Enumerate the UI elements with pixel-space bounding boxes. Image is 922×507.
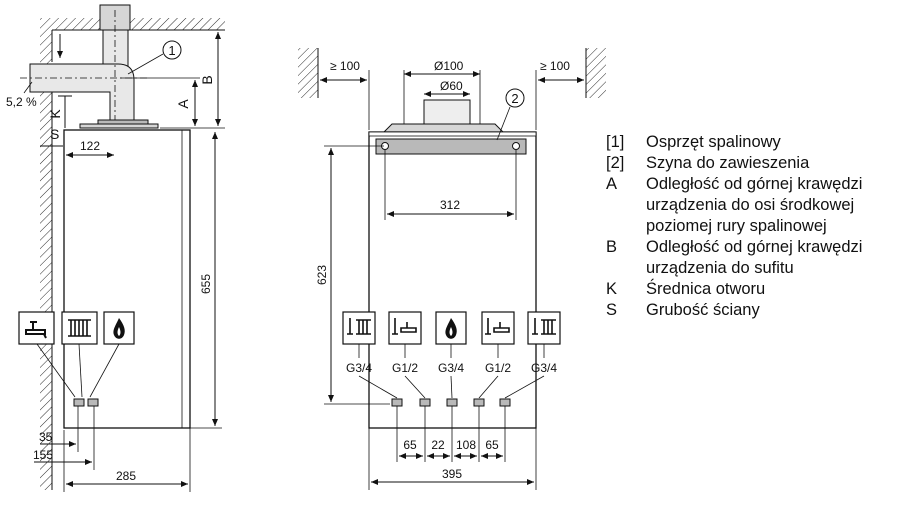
- tap-icon: [25, 321, 47, 339]
- connector-4: [473, 398, 485, 407]
- legend-key: K: [606, 280, 618, 298]
- legend-item: K Średnica otworu: [606, 279, 922, 300]
- spacing-1-label: 65: [403, 438, 417, 452]
- legend-text: Średnica otworu: [646, 280, 766, 298]
- S-label: S: [50, 126, 59, 142]
- conn-label-3: G3/4: [438, 361, 464, 375]
- legend-item: B Odległość od górnej krawędzi urządzeni…: [606, 237, 922, 279]
- connector-5: [499, 398, 511, 407]
- dim-122-label: 122: [80, 139, 100, 153]
- right-wall-hatch: [586, 48, 606, 98]
- thermo-radiator-icon: [347, 318, 371, 335]
- callout-1-circle: [162, 40, 182, 60]
- conn-leader-2: [404, 375, 426, 399]
- front-icons: [342, 311, 561, 345]
- conn-label-4: G1/2: [485, 361, 511, 375]
- flue-outlet: [423, 99, 471, 125]
- boiler-top-lip: [368, 131, 537, 137]
- boiler-front: [368, 131, 537, 429]
- dim-623-label: 623: [315, 265, 329, 285]
- dim-312-label: 312: [440, 198, 460, 212]
- icon-leader-2: [78, 343, 83, 398]
- conn-leader-4: [478, 375, 499, 399]
- icon-leader-1: [36, 343, 76, 398]
- connector-1: [391, 398, 403, 407]
- ceiling-hatch: [40, 18, 225, 30]
- dia-100-label: Ø100: [434, 59, 464, 73]
- hot-water-icon-box: [18, 311, 55, 345]
- heating-icon-box: [61, 311, 98, 345]
- slope-leader: [23, 81, 33, 94]
- legend-key: [1]: [606, 133, 625, 151]
- spacing-2-label: 22: [431, 438, 445, 452]
- legend-text: Odległość od górnej krawędzi urządzenia …: [646, 175, 863, 235]
- slope-label: 5,2 %: [6, 95, 37, 109]
- legend-text: Odległość od górnej krawędzi urządzenia …: [646, 238, 863, 277]
- side-icons: [18, 311, 135, 407]
- spacing-4-label: 65: [485, 438, 499, 452]
- radiator-icon: [68, 319, 91, 337]
- left-wall-hatch: [298, 48, 318, 98]
- dim-395-label: 395: [442, 467, 462, 481]
- legend-key: S: [606, 301, 618, 319]
- dia-60-label: Ø60: [440, 79, 463, 93]
- flame-front-inner: [449, 327, 453, 336]
- connector-3: [446, 398, 458, 407]
- legend-item: [2] Szyna do zawieszenia: [606, 153, 922, 174]
- conn-label-1: G3/4: [346, 361, 372, 375]
- conn-leader-1: [358, 375, 398, 399]
- dim-155-label: 155: [33, 448, 53, 462]
- legend-text: Grubość ściany: [646, 301, 760, 319]
- thermo-tap-icon: [392, 318, 417, 335]
- legend-item: S Grubość ściany: [606, 300, 922, 321]
- legend: [1] Osprzęt spalinowy [2] Szyna do zawie…: [606, 132, 922, 321]
- side-connector-1: [73, 398, 85, 407]
- spacing-3-label: 108: [456, 438, 476, 452]
- flame-inner: [117, 327, 121, 336]
- flue-collar: [382, 123, 505, 133]
- legend-key: B: [606, 238, 618, 256]
- connector-2: [419, 398, 431, 407]
- conn-label-2: G1/2: [392, 361, 418, 375]
- legend-text: Osprzęt spalinowy: [646, 133, 781, 151]
- legend-item: [1] Osprzęt spalinowy: [606, 132, 922, 153]
- callout-2-leader: [496, 106, 511, 141]
- legend-text: Szyna do zawieszenia: [646, 154, 810, 172]
- conn-leader-3: [450, 375, 453, 399]
- dim-35-label: 35: [39, 430, 53, 444]
- dim-655-label: 655: [199, 274, 213, 294]
- A-label: A: [175, 99, 191, 109]
- side-connector-2: [87, 398, 99, 407]
- front-view: ≥ 100 ≥ 100 Ø100 Ø60 2 312 623: [298, 48, 606, 490]
- flue-flange: [79, 123, 159, 129]
- hanging-rail: [375, 138, 527, 155]
- wall-hatch: [40, 30, 52, 490]
- legend-key: A: [606, 175, 618, 193]
- legend-item: A Odległość od górnej krawędzi urządzeni…: [606, 174, 922, 237]
- clearance-left-label: ≥ 100: [330, 59, 360, 73]
- dim-285-label: 285: [116, 469, 136, 483]
- B-label: B: [199, 75, 215, 84]
- icon-leader-3: [89, 343, 120, 398]
- callout-2-label: 2: [511, 91, 518, 106]
- conn-leader-5: [504, 375, 545, 399]
- callout-1-label: 1: [168, 43, 175, 58]
- legend-key: [2]: [606, 154, 625, 172]
- cold-tap-icon: [485, 318, 510, 335]
- clearance-right-label: ≥ 100: [540, 59, 570, 73]
- return-radiator-icon: [532, 318, 556, 335]
- conn-label-5: G3/4: [531, 361, 557, 375]
- rail-hole-right: [512, 142, 520, 150]
- boiler-side: [63, 129, 191, 429]
- callout-1-leader: [127, 53, 164, 75]
- callout-2-circle: [505, 88, 525, 108]
- side-view: 1 5,2 % A B K S 122 655: [6, 4, 225, 492]
- K-label: K: [47, 109, 63, 119]
